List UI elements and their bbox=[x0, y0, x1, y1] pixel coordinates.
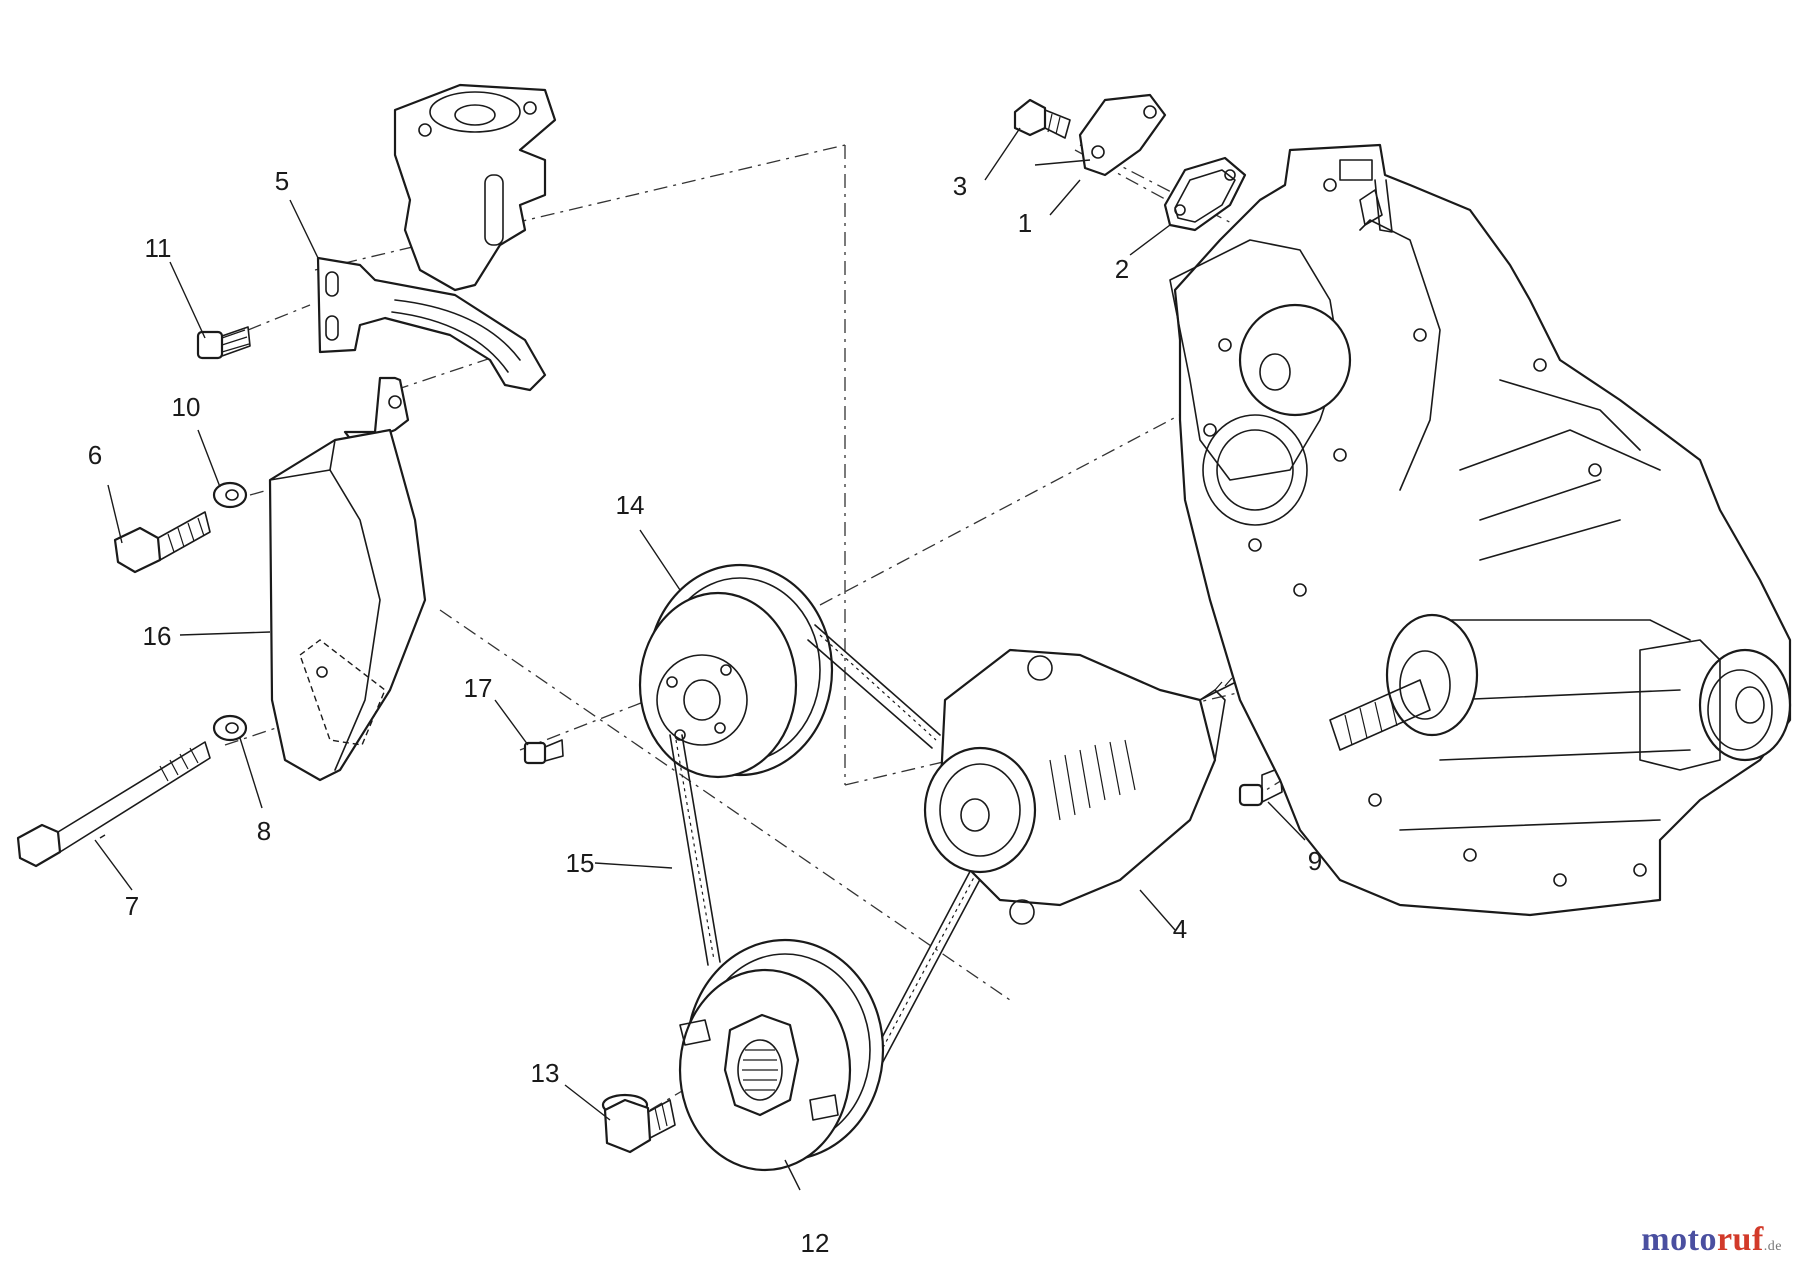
part-2-gasket bbox=[1163, 156, 1247, 232]
callout-7: 7 bbox=[125, 891, 139, 921]
callout-15: 15 bbox=[566, 848, 595, 878]
callout-5: 5 bbox=[275, 166, 289, 196]
watermark-tld: .de bbox=[1763, 1239, 1782, 1254]
part-3-bolt bbox=[1013, 98, 1071, 139]
watermark-ruf: ruf bbox=[1716, 1221, 1764, 1258]
engine-block bbox=[1169, 143, 1792, 917]
callout-8: 8 bbox=[257, 816, 271, 846]
callout-14: 14 bbox=[616, 490, 645, 520]
callout-10: 10 bbox=[172, 392, 201, 422]
leader-lines bbox=[94, 127, 1306, 1191]
part-8-washer bbox=[212, 714, 248, 742]
part-16-belt-guard bbox=[268, 376, 427, 782]
callout-13: 13 bbox=[531, 1058, 560, 1088]
callout-12: 12 bbox=[801, 1228, 830, 1258]
callout-2: 2 bbox=[1115, 254, 1129, 284]
part-1-cover-plate bbox=[1078, 93, 1167, 177]
callout-3: 3 bbox=[953, 171, 967, 201]
callout-11: 11 bbox=[145, 233, 172, 263]
part-13-flange-bolt bbox=[601, 1093, 676, 1154]
callout-9: 9 bbox=[1308, 846, 1322, 876]
callout-16: 16 bbox=[143, 621, 172, 651]
part-5-bracket bbox=[316, 256, 547, 392]
part-4-alternator bbox=[923, 648, 1251, 925]
callout-1: 1 bbox=[1018, 208, 1032, 238]
thermostat-housing bbox=[393, 83, 557, 292]
part-10-washer bbox=[212, 481, 248, 509]
part-7-long-bolt bbox=[16, 741, 211, 868]
part-17-bolt bbox=[523, 739, 564, 765]
watermark-moto: moto bbox=[1641, 1221, 1717, 1258]
part-14-fan-pulley bbox=[638, 563, 834, 779]
callout-6: 6 bbox=[88, 440, 102, 470]
site-watermark-logo: motoruf.de bbox=[1641, 1221, 1782, 1259]
callout-4: 4 bbox=[1173, 914, 1187, 944]
part-11-bolt bbox=[196, 326, 251, 360]
part-6-bolt bbox=[113, 511, 211, 574]
callout-labels: 1 2 3 4 5 6 7 8 9 10 11 12 13 14 15 16 1… bbox=[88, 166, 1322, 1258]
callout-17: 17 bbox=[464, 673, 493, 703]
part-12-crank-pulley bbox=[678, 938, 885, 1172]
